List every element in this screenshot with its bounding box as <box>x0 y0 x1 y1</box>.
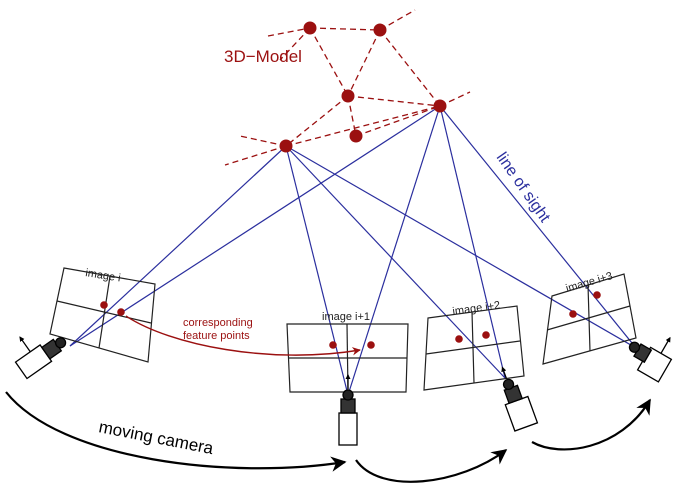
model-point-icon <box>433 99 447 113</box>
motion-arrows <box>5 391 651 483</box>
correspondence-arrow <box>125 315 361 356</box>
image-plane-i2 <box>423 305 525 391</box>
feature-point-icon <box>100 301 108 309</box>
image-label-i: image i <box>85 267 122 284</box>
image-plane-i <box>49 267 156 363</box>
line-of-sight-label: line of sight <box>493 150 554 227</box>
feature-point-icon <box>329 341 337 349</box>
model-mesh <box>224 9 471 166</box>
feature-point-icon <box>117 308 125 316</box>
model-point-icon <box>279 139 293 153</box>
model-point-icon <box>373 23 387 37</box>
feature-point-icon <box>593 291 601 299</box>
camera-icon <box>501 366 539 432</box>
corresponding-label-line2: feature points <box>183 330 250 342</box>
feature-points <box>100 291 601 349</box>
model-point-icon <box>349 129 363 143</box>
feature-point-icon <box>569 310 577 318</box>
feature-point-icon <box>482 331 490 339</box>
corresponding-label-line1: corresponding <box>183 317 253 329</box>
feature-point-icon <box>367 341 375 349</box>
model-points <box>279 21 447 153</box>
image-label-i1: image i+1 <box>322 311 370 323</box>
camera-icon <box>14 336 67 380</box>
camera-icon <box>628 336 673 383</box>
feature-point-icon <box>455 335 463 343</box>
model-point-icon <box>341 89 355 103</box>
model-point-icon <box>303 21 317 35</box>
image-label-i2: image i+2 <box>452 299 501 318</box>
model-title: 3D−Model <box>224 47 302 66</box>
camera-icon <box>338 373 358 446</box>
sight-lines <box>69 105 637 396</box>
image-plane-i3 <box>542 273 637 365</box>
